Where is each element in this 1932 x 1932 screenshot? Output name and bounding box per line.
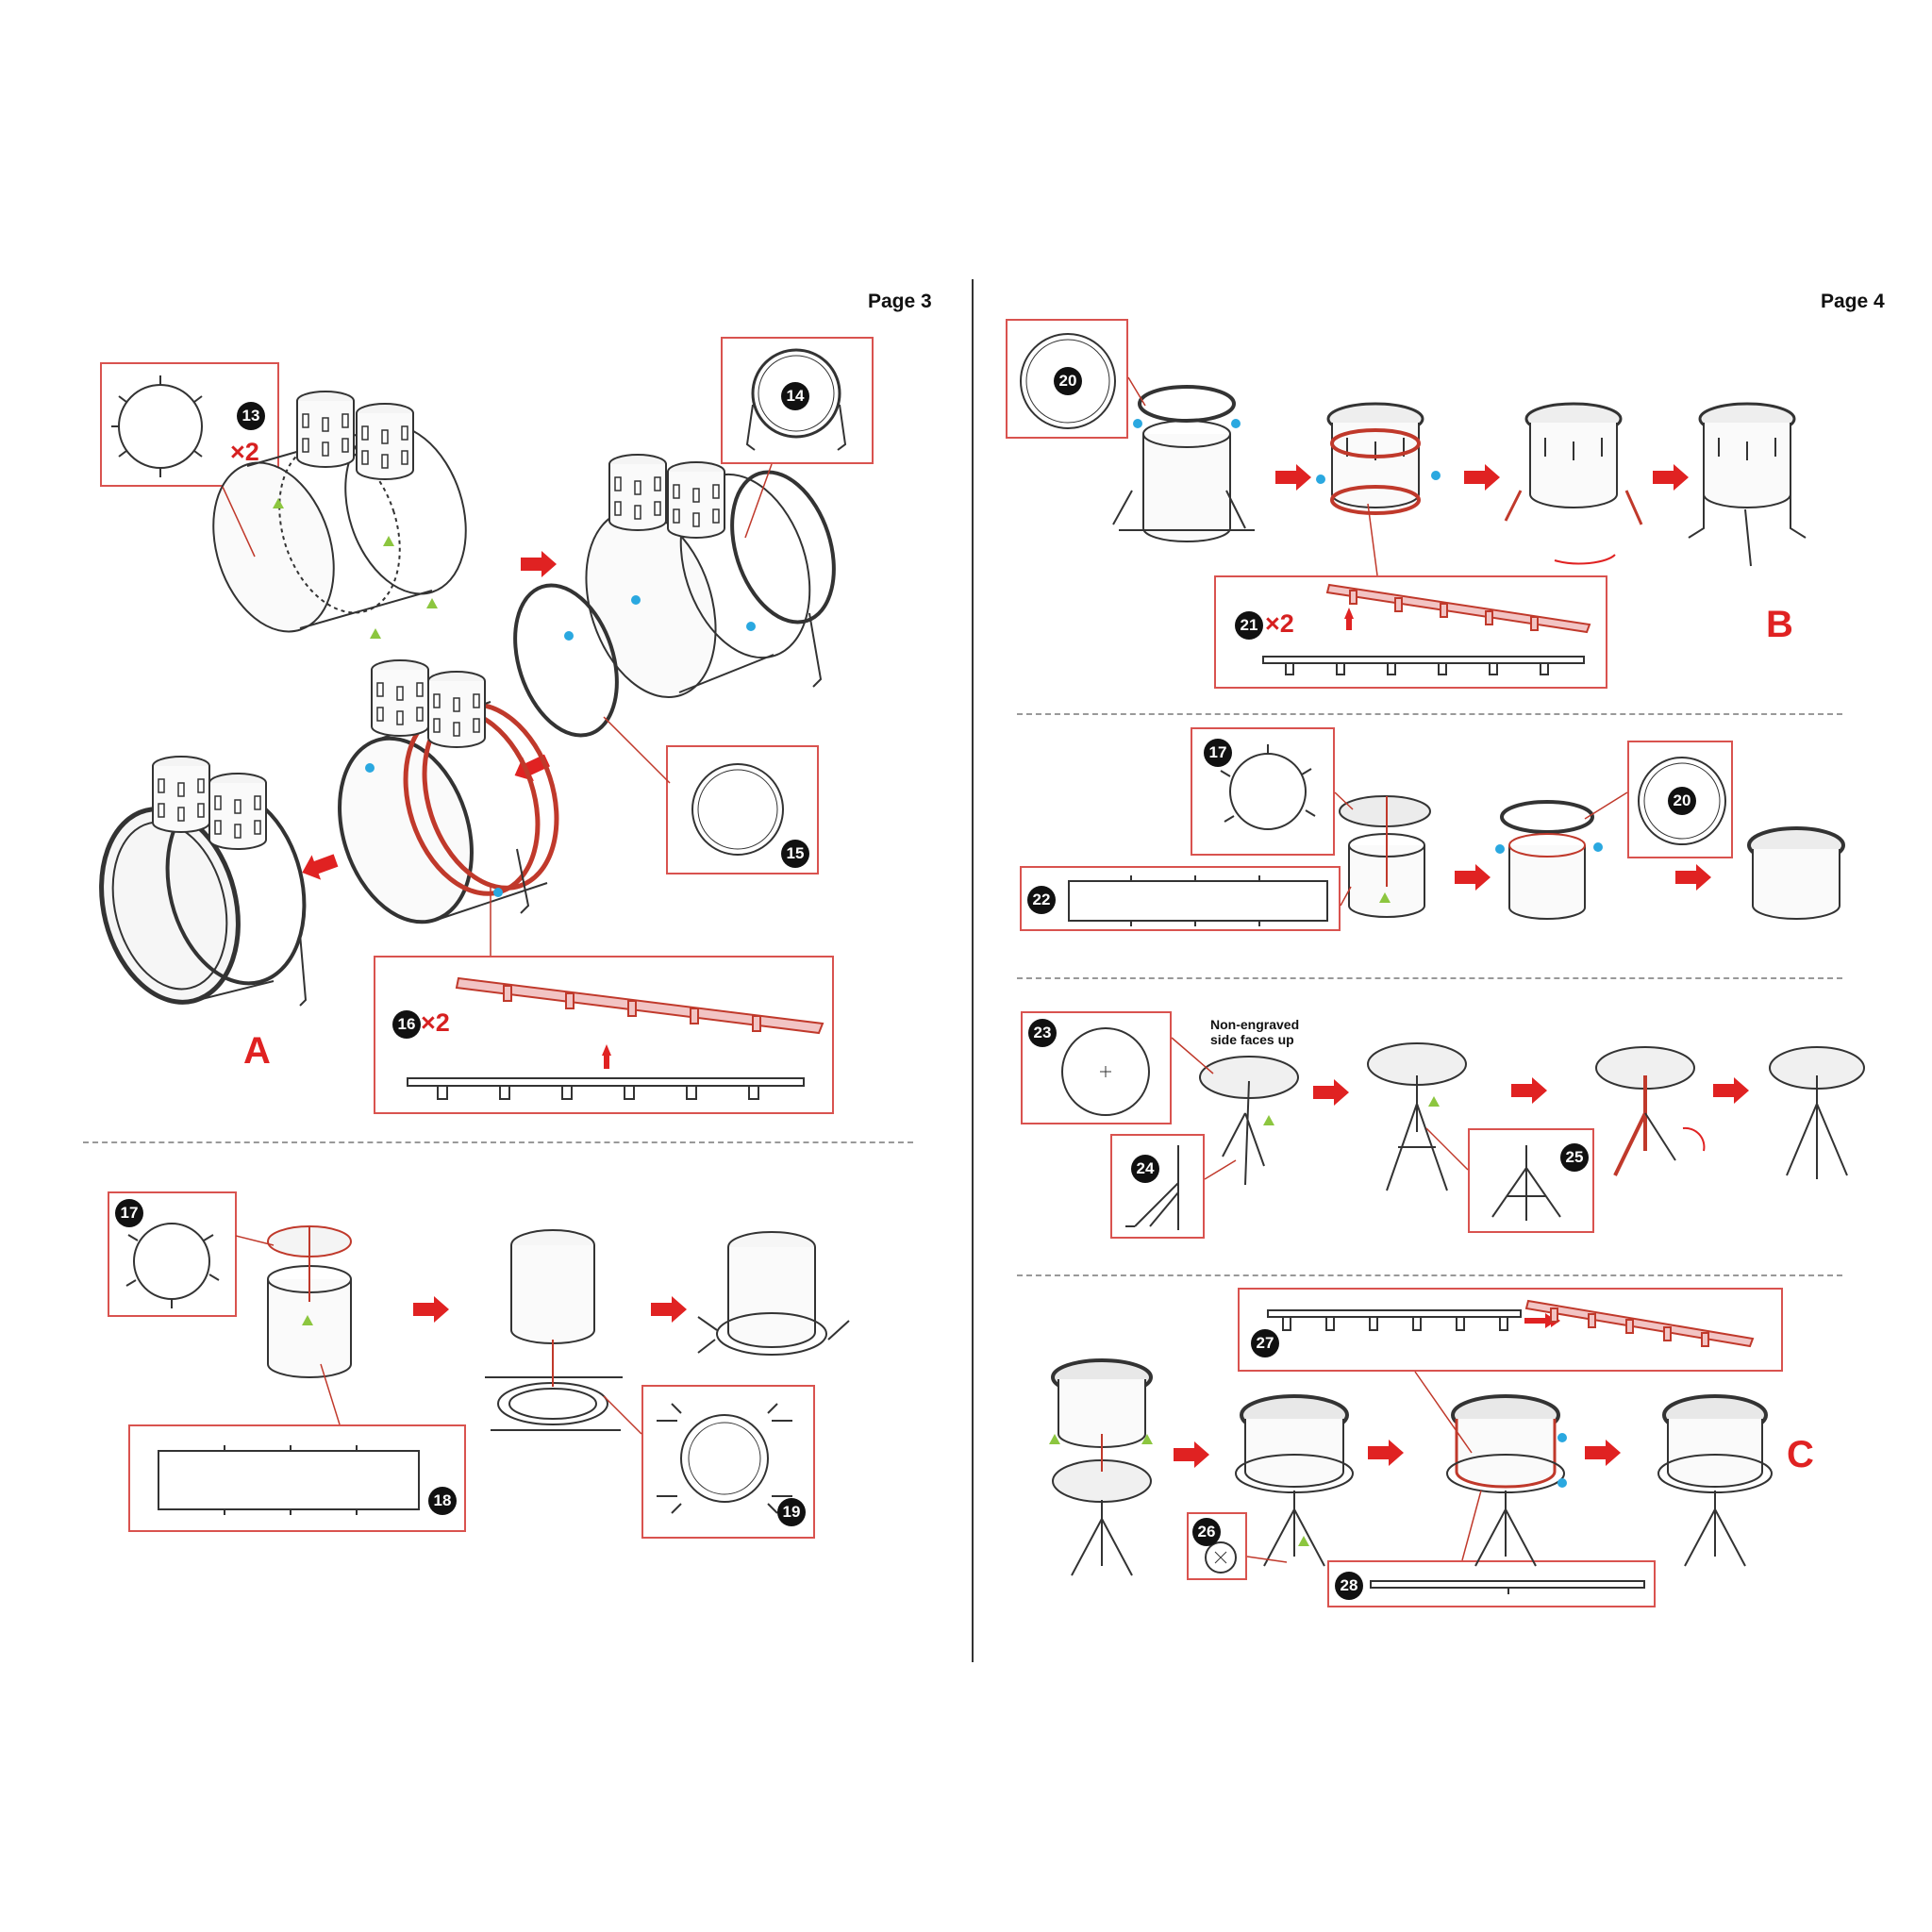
cymbal-step-1 bbox=[1199, 1056, 1299, 1186]
part-box-22: 22 bbox=[1020, 866, 1341, 931]
tripod-icon bbox=[1491, 1145, 1561, 1221]
page-divider bbox=[972, 279, 974, 1662]
step-21-qty: ×2 bbox=[1265, 609, 1294, 638]
step-19-badge: 19 bbox=[777, 1498, 806, 1526]
bass-drum-hoop-icon bbox=[745, 348, 847, 451]
part-box-18: 18 bbox=[128, 1424, 466, 1532]
step-23-badge: 23 bbox=[1028, 1019, 1057, 1047]
tom-head-icon-page4 bbox=[1220, 744, 1316, 830]
shell-strip-22-icon bbox=[1068, 875, 1328, 926]
drum-head-ring-icon bbox=[111, 375, 203, 477]
part-box-17-page4: 17 bbox=[1191, 727, 1335, 856]
non-engraved-line-1: Non-engraved bbox=[1210, 1017, 1300, 1032]
part-box-23: 23 bbox=[1021, 1011, 1172, 1124]
part-box-19: 19 bbox=[641, 1385, 815, 1539]
tom-page4-step-2 bbox=[1500, 800, 1594, 920]
part-box-26: 26 bbox=[1187, 1512, 1247, 1580]
tom-assembly-page3-final bbox=[697, 1231, 850, 1356]
floor-tom-step-1 bbox=[1051, 1358, 1153, 1576]
section-letter-b: B bbox=[1766, 604, 1793, 645]
step-20-badge-top: 20 bbox=[1054, 367, 1082, 395]
part-box-14: 14 bbox=[721, 337, 874, 464]
part-box-21: 21 ×2 bbox=[1214, 575, 1607, 689]
page-4-label: Page 4 bbox=[1821, 291, 1885, 312]
step-20-badge-middle: 20 bbox=[1668, 787, 1696, 815]
snare-step-1 bbox=[1112, 385, 1255, 542]
part-box-28: 28 bbox=[1327, 1560, 1656, 1607]
step-22-badge: 22 bbox=[1027, 886, 1056, 914]
non-engraved-note: Non-engraved side faces up bbox=[1210, 1017, 1299, 1047]
part-box-24: 24 bbox=[1110, 1134, 1205, 1239]
tom-assembly-page3 bbox=[267, 1225, 352, 1378]
stand-leg-icon bbox=[1125, 1145, 1179, 1230]
cymbal-step-3 bbox=[1595, 1046, 1695, 1176]
bass-drum-final bbox=[99, 788, 308, 1007]
snare-rails-highlight bbox=[1330, 428, 1421, 515]
part-box-27: 27 bbox=[1238, 1288, 1783, 1372]
floor-tom-step-2 bbox=[1235, 1394, 1354, 1567]
stand-base-ring-icon bbox=[657, 1403, 792, 1514]
drum-ring-icon bbox=[691, 763, 784, 856]
rim-ring-icon bbox=[1020, 333, 1116, 429]
cymbal-step-2 bbox=[1367, 1042, 1467, 1191]
section-letter-c: C bbox=[1787, 1434, 1814, 1475]
tom-assembly-page3-step2 bbox=[485, 1229, 623, 1431]
section-letter-a: A bbox=[243, 1030, 271, 1072]
bass-drum-step-2 bbox=[513, 470, 836, 738]
leader-lines bbox=[222, 376, 1628, 1563]
floor-tom-final bbox=[1657, 1394, 1773, 1567]
step-15-badge: 15 bbox=[781, 840, 809, 868]
tom-head-icon bbox=[125, 1223, 220, 1308]
separator-right-3 bbox=[1017, 1274, 1842, 1276]
page-3-label: Page 3 bbox=[868, 291, 932, 312]
shell-strip-icon bbox=[158, 1445, 420, 1515]
step-27-badge: 27 bbox=[1251, 1329, 1279, 1357]
tom-page4-step-1 bbox=[1339, 795, 1431, 918]
step-16-qty: ×2 bbox=[421, 1008, 450, 1037]
rail-21-icon bbox=[1262, 583, 1591, 675]
step-18-badge: 18 bbox=[428, 1487, 457, 1515]
step-17-badge-page4: 17 bbox=[1204, 739, 1232, 767]
floor-tom-step-3 bbox=[1446, 1394, 1565, 1567]
step-21-badge: 21 bbox=[1235, 611, 1263, 640]
part-box-20-middle: 20 bbox=[1627, 741, 1733, 858]
cymbal-disc-icon bbox=[1061, 1027, 1150, 1116]
step-14-badge: 14 bbox=[781, 382, 809, 410]
step-16-badge: 16 bbox=[392, 1010, 421, 1039]
step-13-qty: ×2 bbox=[230, 438, 259, 466]
part-box-17-page3: 17 bbox=[108, 1191, 237, 1317]
part-box-20-top: 20 bbox=[1006, 319, 1128, 439]
step-26-badge: 26 bbox=[1192, 1518, 1221, 1546]
rail-27-icon bbox=[1267, 1299, 1755, 1348]
non-engraved-line-2: side faces up bbox=[1210, 1032, 1294, 1047]
part-box-15: 15 bbox=[666, 745, 819, 874]
step-24-badge: 24 bbox=[1131, 1155, 1159, 1183]
lug-rail-icon bbox=[407, 976, 824, 1100]
part-box-25: 25 bbox=[1468, 1128, 1594, 1233]
step-13-badge: 13 bbox=[237, 402, 265, 430]
rim-ring-icon-2 bbox=[1638, 757, 1726, 845]
step-17-badge-page3: 17 bbox=[115, 1199, 143, 1227]
separator-right-1 bbox=[1017, 713, 1842, 715]
separator-right-2 bbox=[1017, 977, 1842, 979]
part-box-16: 16 ×2 bbox=[374, 956, 834, 1114]
step-28-badge: 28 bbox=[1335, 1572, 1363, 1600]
separator-left bbox=[83, 1141, 913, 1143]
small-cap-icon bbox=[1205, 1541, 1237, 1574]
cymbal-final bbox=[1769, 1046, 1865, 1179]
tom-page4-final bbox=[1747, 826, 1845, 920]
rail-28-icon bbox=[1370, 1580, 1645, 1594]
step-25-badge: 25 bbox=[1560, 1143, 1589, 1172]
